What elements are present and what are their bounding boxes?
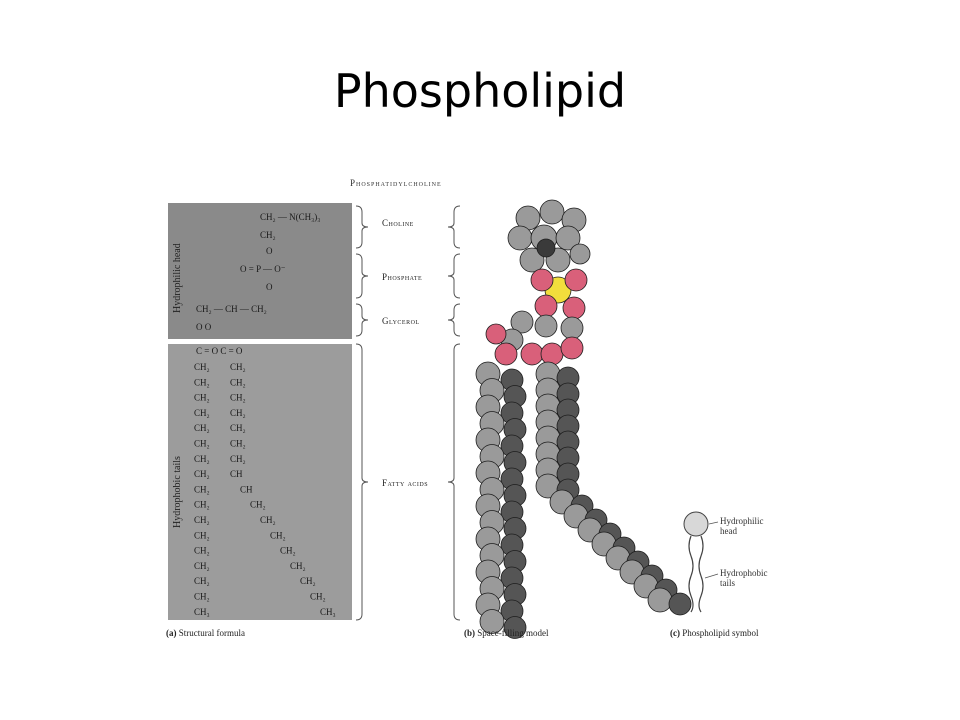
- formula-head-line: O: [266, 282, 273, 292]
- tail2-atom: [647, 587, 673, 613]
- bracket-left-fatty-acids: [355, 343, 369, 621]
- phospholipid-symbol: [683, 511, 719, 613]
- glycerol-atom: [534, 314, 558, 338]
- formula-tail-panel: [168, 344, 352, 620]
- tail2-group: CH: [230, 469, 243, 479]
- symbol-tail-right: [698, 535, 704, 613]
- symbol-head-circle: [683, 511, 709, 537]
- tail2-group: CH₂: [310, 592, 326, 602]
- section-fatty-acids: Fatty acids: [382, 478, 429, 488]
- tail2-atom: [668, 592, 692, 616]
- tail2-group: CH: [240, 484, 253, 494]
- tail1-group: CH₂: [194, 484, 210, 494]
- tail1-group: CH₂: [194, 408, 210, 418]
- tail1-group: CH₂: [194, 423, 210, 433]
- tail1-group: CH₂: [194, 454, 210, 464]
- hydrogen-atom: [519, 247, 545, 273]
- symbol-tail-left: [688, 535, 694, 613]
- hydrogen-atom: [539, 199, 565, 225]
- tail1-group: CH₂: [194, 362, 210, 372]
- tail2-group: CH₂: [270, 530, 286, 540]
- section-brackets: [355, 205, 461, 621]
- formula-head-line: CH₂ — CH — CH₂: [196, 304, 267, 314]
- tail1-group: CH₂: [194, 469, 210, 479]
- section-choline: Choline: [382, 218, 414, 228]
- formula-carbonyl-line: C = O C = O: [196, 346, 243, 356]
- tail2-group: CH₂: [290, 561, 306, 571]
- tail2-group: CH₂: [250, 500, 266, 510]
- bracket-right-choline: [447, 205, 461, 249]
- bracket-right-fatty-acids: [447, 343, 461, 621]
- tail2-group: CH₂: [280, 546, 296, 556]
- bracket-left-phosphate: [355, 253, 369, 299]
- nitrogen-atom: [536, 238, 556, 258]
- section-glycerol: Glycerol: [382, 316, 420, 326]
- glycerol-atom: [560, 316, 584, 340]
- phospholipid-figure: Phosphatidylcholine Hydrophilic head Hyd…: [160, 168, 800, 648]
- formula-head-line: CH₂ — N(CH₃)₃: [260, 212, 320, 222]
- tail1-group: CH₂: [194, 500, 210, 510]
- tail2-group: CH₃: [320, 607, 336, 617]
- caption-b: (b) Space-filling model: [464, 628, 549, 638]
- tail1-atom: [503, 616, 527, 639]
- formula-head-line: O = P — O⁻: [240, 264, 286, 274]
- symbol-tail-leader: [704, 573, 719, 579]
- tail1-group: CH₂: [194, 576, 210, 586]
- tail1-group: CH₂: [194, 515, 210, 525]
- tail1-group: CH₂: [194, 439, 210, 449]
- symbol-head-leader: [708, 521, 719, 525]
- ester-oxygen-atom: [560, 336, 584, 360]
- symbol-head-label: Hydrophilic head: [720, 516, 764, 536]
- tail1-group: CH₂: [194, 393, 210, 403]
- tail2-group: CH₂: [230, 393, 246, 403]
- tail1-atom: [479, 609, 505, 634]
- hydrogen-atom: [569, 243, 591, 265]
- tail2-group: CH₂: [300, 576, 316, 586]
- tail1-group: CH₂: [194, 546, 210, 556]
- tail1-group: CH₂: [194, 561, 210, 571]
- slide-title: Phospholipid: [333, 64, 627, 118]
- formula-head-panel: [168, 203, 352, 339]
- hydrogen-atom: [555, 225, 581, 251]
- bracket-left-glycerol: [355, 303, 369, 337]
- bracket-right-glycerol: [447, 303, 461, 337]
- caption-a: (a) Structural formula: [166, 628, 245, 638]
- ester-oxygen-atom: [540, 342, 564, 366]
- oxygen-atom: [530, 268, 554, 292]
- tail2-group: CH₂: [230, 423, 246, 433]
- caption-c: (c) Phospholipid symbol: [670, 628, 759, 638]
- ester-oxygen-atom: [494, 342, 518, 366]
- tail2-group: CH₂: [230, 439, 246, 449]
- tail2-group: CH₂: [230, 362, 246, 372]
- oxygen-atom: [534, 294, 558, 318]
- ester-oxygen-atom: [520, 342, 544, 366]
- glycerol-atom: [510, 310, 534, 334]
- tail1-group: CH₂: [194, 592, 210, 602]
- space-filling-model: [475, 199, 692, 639]
- formula-head-line: O: [266, 246, 273, 256]
- tail1-group: CH₂: [194, 530, 210, 540]
- tail2-group: CH₂: [260, 515, 276, 525]
- tail2-group: CH₂: [230, 454, 246, 464]
- bracket-left-choline: [355, 205, 369, 249]
- hydrogen-atom: [507, 225, 533, 251]
- figure-svg: CH₂ — N(CH₃)₃ CH₂ O O = P — O⁻ O CH₂ — CH — C…: [194, 199, 719, 639]
- ester-oxygen-atom: [485, 323, 507, 345]
- tail1-group: CH₂: [194, 377, 210, 387]
- symbol-tails-label: Hydrophobic tails: [720, 568, 768, 588]
- figure-heading: Phosphatidylcholine: [350, 178, 442, 188]
- oxygen-atom: [564, 268, 588, 292]
- formula-head-line: CH₂: [260, 230, 276, 240]
- tail2-group: CH₂: [230, 377, 246, 387]
- formula-head-line: O O: [196, 322, 212, 332]
- oxygen-atom: [562, 296, 586, 320]
- structural-formula: CH₂ — N(CH₃)₃ CH₂ O O = P — O⁻ O CH₂ — CH — C…: [194, 212, 336, 617]
- tail2-group: CH₂: [230, 408, 246, 418]
- tail1-group: CH₃: [194, 607, 210, 617]
- section-phosphate: Phosphate: [382, 272, 423, 282]
- bracket-right-phosphate: [447, 253, 461, 299]
